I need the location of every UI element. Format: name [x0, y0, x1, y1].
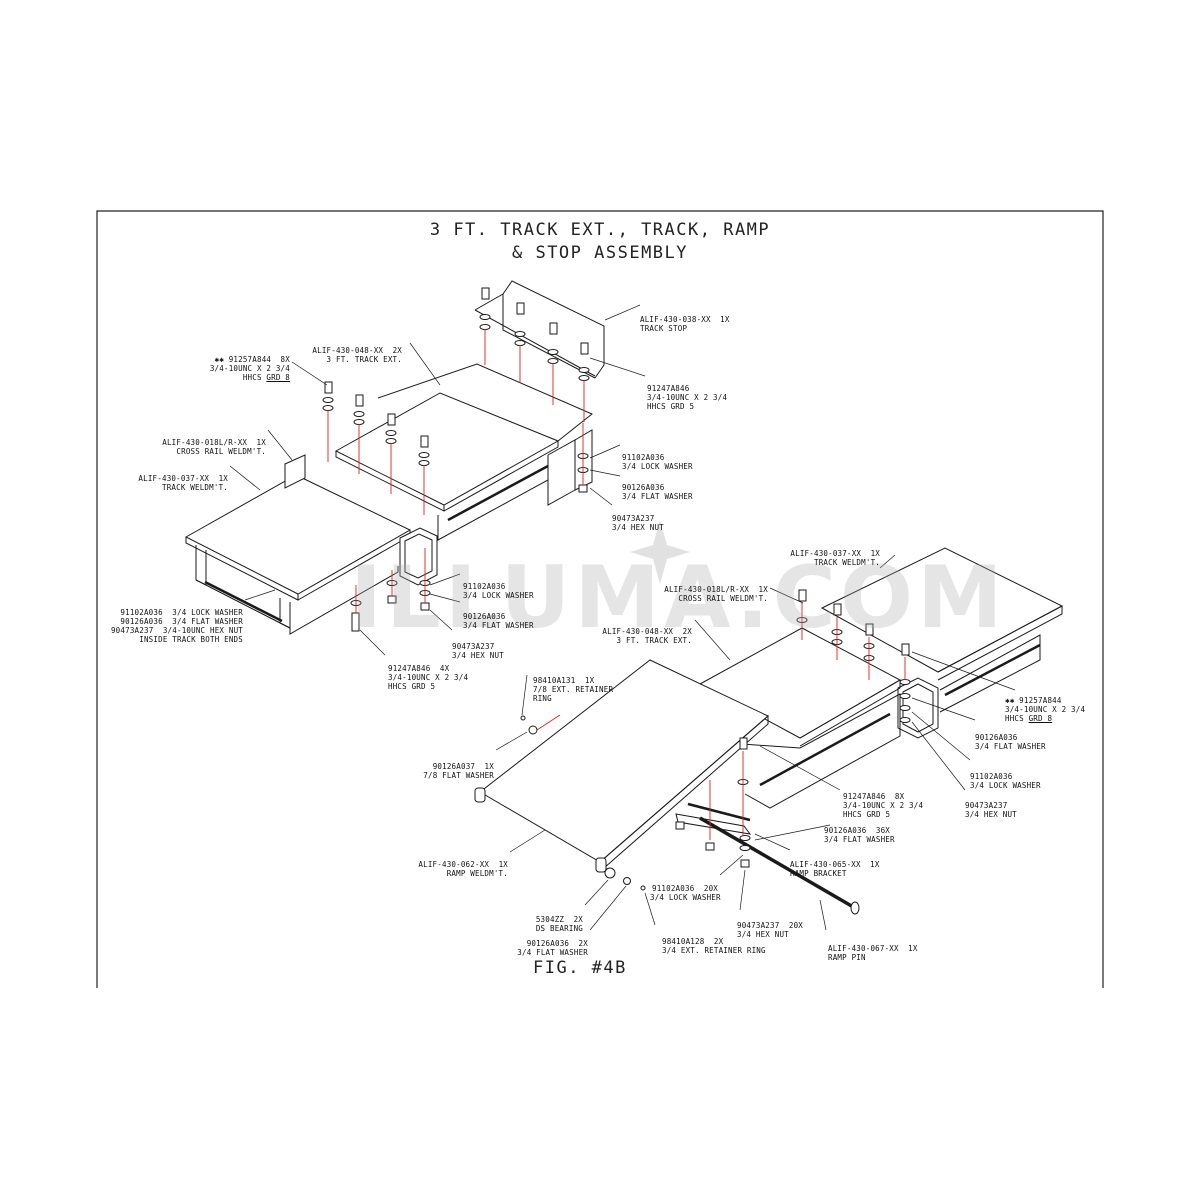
upper-centerlines: [327, 329, 585, 613]
drawing-border: [96, 210, 1104, 988]
drawing-title-line1: 3 FT. TRACK EXT., TRACK, RAMP: [429, 220, 771, 240]
drawing-title-line2: & STOP ASSEMBLY: [511, 243, 689, 263]
leader-lines: [229, 304, 1016, 931]
watermark-star: [630, 520, 690, 584]
cross-rail-box-b: [897, 677, 939, 739]
lower-centerlines: [536, 603, 906, 840]
cross-rail-box-a: [284, 454, 306, 489]
lower-assembly: [474, 547, 1064, 915]
figure-label: FIG. #4B: [533, 958, 627, 978]
track-ext-plate-a1: [334, 392, 560, 506]
upper-bolts: [322, 287, 590, 632]
lower-bolts: [520, 589, 911, 891]
